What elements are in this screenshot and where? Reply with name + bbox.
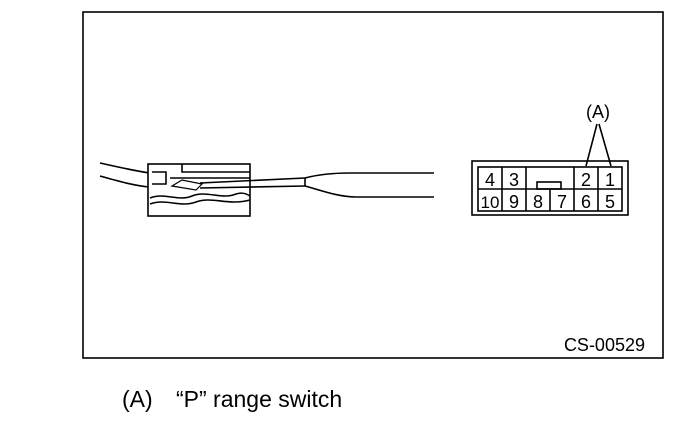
- pin-7: 7: [557, 192, 567, 212]
- wire-upper: [99, 162, 151, 174]
- callout-line-right: [598, 123, 612, 167]
- pin-9: 9: [509, 192, 519, 212]
- pin-labels: 4 3 2 1 10 9 8 7 6 5: [481, 170, 615, 212]
- pin-8: 8: [533, 192, 543, 212]
- connector-face: [471, 123, 629, 216]
- caption-label: (A): [122, 386, 153, 412]
- connector-key: [536, 181, 562, 190]
- pin-6: 6: [581, 192, 591, 212]
- wire-lower: [99, 175, 151, 188]
- probe-shaft-top: [199, 177, 306, 184]
- probe-illustration: [99, 162, 434, 217]
- connector-outline: [471, 160, 629, 216]
- pin-10: 10: [481, 193, 500, 212]
- pin-4: 4: [485, 170, 495, 190]
- figure-code: CS-00529: [564, 335, 645, 355]
- pin-3: 3: [509, 170, 519, 190]
- pin-2: 2: [581, 170, 591, 190]
- pin-5: 5: [605, 192, 615, 212]
- caption-text: “P” range switch: [176, 386, 343, 412]
- diagram-frame: [82, 11, 664, 359]
- figure-caption: (A) “P” range switch: [122, 386, 342, 413]
- pin-1: 1: [605, 170, 615, 190]
- probe-shaft-bottom: [199, 185, 306, 189]
- callout-line-left: [585, 123, 598, 167]
- probe-handle: [304, 172, 434, 198]
- callout-label-a: (A): [586, 102, 610, 122]
